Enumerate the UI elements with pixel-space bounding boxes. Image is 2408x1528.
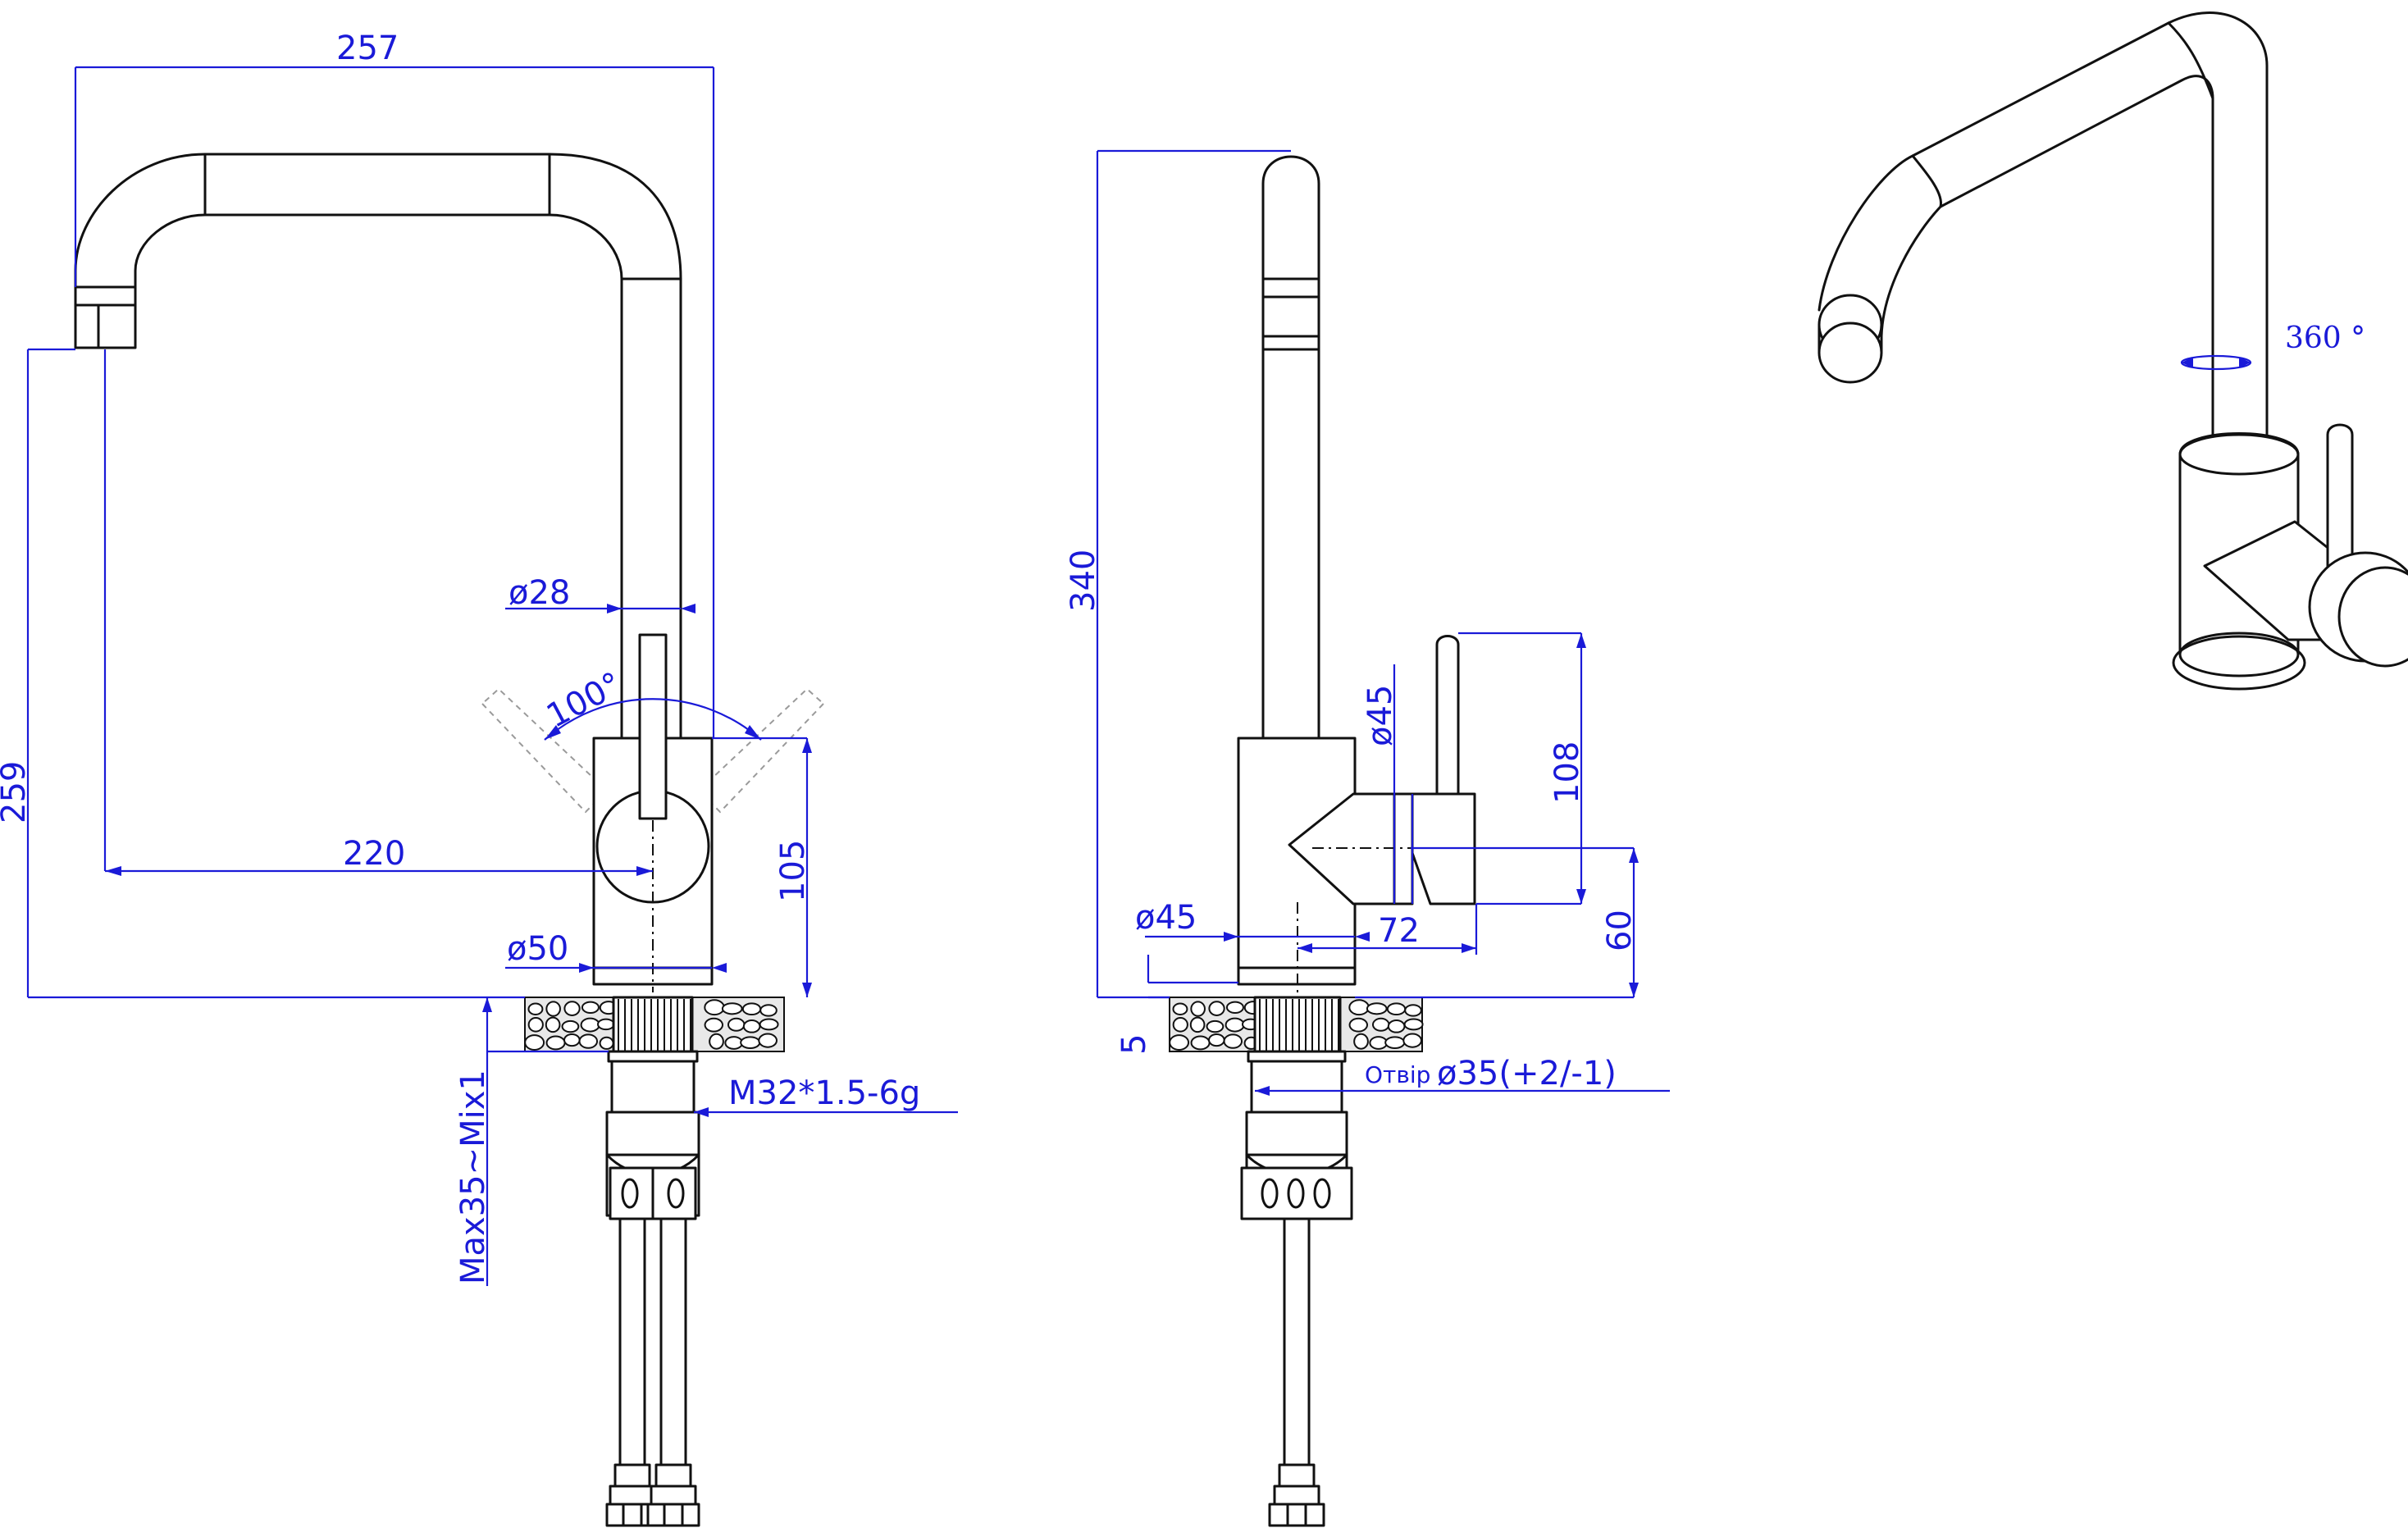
side-tube [1261,155,1320,740]
countertop-stone [704,1017,724,1033]
countertop-stone [1169,1034,1190,1051]
dim-handle-angle: 100° [540,665,628,736]
countertop-stone [561,1019,580,1033]
countertop-stone [1348,999,1370,1016]
countertop-stone [1206,1019,1225,1033]
front-dimensions: 257 259 220 ø28 100° [0,30,958,1286]
countertop-stone [1386,1002,1407,1016]
countertop-stone [1353,1033,1369,1050]
countertop-stone [759,1018,779,1031]
countertop-stone [1348,1017,1369,1033]
countertop-stone [758,1033,778,1048]
countertop-stone [527,1017,544,1033]
dim-side-handle-diameter: ø45 [1361,685,1399,746]
countertop-stone [724,1036,744,1050]
dim-side-handle-base: 60 [1601,910,1639,951]
countertop-stone [740,1036,761,1049]
countertop-stone [597,1018,615,1031]
countertop-stone [563,1001,581,1016]
countertop-stone [1208,1033,1225,1047]
dim-side-handle-offset: 72 [1378,912,1420,950]
countertop-stone [742,1019,761,1033]
countertop-stone [1384,1036,1406,1049]
countertop-stone [545,1016,561,1033]
front-underside [605,1050,700,1527]
side-dimensions: 340 ø45 108 60 72 [1065,149,1670,1096]
countertop-stone [545,1035,566,1051]
countertop-stone [527,1002,544,1015]
countertop-stone [704,999,725,1016]
countertop-stone [524,1034,545,1051]
countertop-stone [1190,1035,1211,1051]
dim-overall-height: 259 [0,761,33,823]
dim-hole-diameter: ø35(+2/-1) [1437,1055,1617,1092]
countertop-stone [1402,1033,1422,1048]
dim-tube-diameter: ø28 [509,574,570,612]
countertop-stone [1223,1033,1243,1049]
countertop-stone [1366,1002,1388,1015]
countertop-stone [580,1017,600,1033]
countertop-stone [741,1002,762,1016]
countertop-stone [1403,1018,1424,1031]
side-underside [1240,1050,1353,1527]
countertop-stone [1190,1001,1206,1017]
dim-mounting-range: Max35~Mix1 [454,1070,492,1284]
countertop-stone [1208,1001,1225,1016]
side-countertop [1169,996,1424,1055]
dim-side-body-diameter: ø45 [1135,899,1197,937]
countertop-stone [1189,1016,1206,1033]
countertop-stone [721,1002,743,1015]
countertop-stone [578,1033,599,1049]
front-spout [74,153,682,740]
dim-side-handle-height: 108 [1548,741,1586,804]
countertop-stone [599,1036,614,1050]
countertop-stone [1225,1017,1245,1033]
countertop-stone [1369,1036,1389,1050]
front-handle-swing-ghost [481,687,825,814]
isometric-view: 360 ° [1817,11,2408,691]
dim-spout-reach: 220 [343,835,405,873]
countertop-stone [563,1033,581,1047]
countertop-stone [1404,1004,1422,1017]
countertop-stone [1225,1001,1244,1015]
countertop-stone [1172,1017,1188,1033]
countertop-stone [545,1001,561,1017]
countertop-stone [727,1017,746,1032]
dim-body-diameter: ø50 [507,930,568,968]
countertop-stone [581,1001,600,1015]
countertop-stone [1371,1017,1390,1032]
front-view: 257 259 220 ø28 100° [0,30,958,1527]
countertop-stone [709,1033,724,1050]
dim-thread: M32*1.5-6g [728,1074,920,1112]
countertop-stone [1387,1019,1406,1033]
dim-side-total-height: 340 [1065,550,1102,612]
side-view: 340 ø45 108 60 72 [1065,149,1670,1527]
dim-side-base-plate: 5 [1115,1034,1153,1055]
front-countertop [524,996,785,1055]
countertop-stone [1172,1002,1188,1015]
dim-iso-rotation: 360 ° [2285,322,2365,355]
dim-hole-label: Отвір [1365,1061,1430,1088]
dim-overall-width: 257 [336,30,399,67]
side-body [1237,635,1476,992]
countertop-stone [759,1004,778,1017]
dim-body-height: 105 [774,840,812,902]
